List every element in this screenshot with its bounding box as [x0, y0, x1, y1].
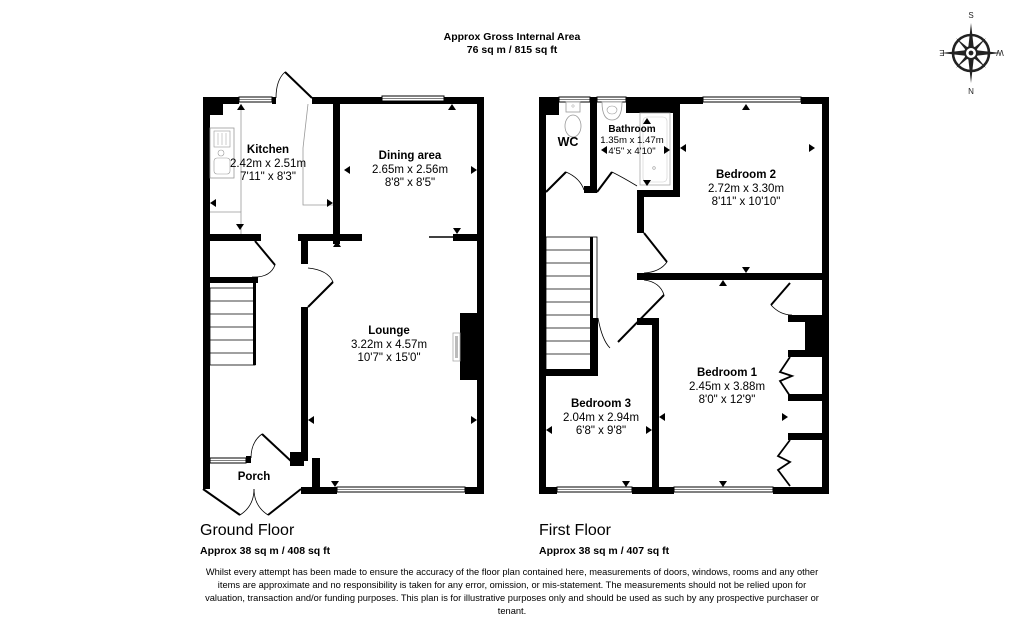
room-imperial: 8'8" x 8'5" — [384, 177, 436, 189]
staircase — [209, 283, 256, 366]
room-imperial: 10'7" x 15'0" — [357, 352, 421, 364]
room-name: Kitchen — [246, 144, 290, 156]
room-lounge: Lounge 3.22m x 4.57m 10'7" x 15'0" — [351, 325, 427, 366]
room-bathroom: Bathroom 1.35m x 1.47m 4'5" x 4'10" — [600, 124, 663, 157]
gia-value: 76 sq m / 815 sq ft — [466, 44, 558, 56]
toilet-icon — [564, 101, 582, 138]
room-bedroom-3: Bedroom 3 2.04m x 2.94m 6'8" x 9'8" — [563, 398, 639, 439]
room-imperial: 7'11" x 8'3" — [240, 171, 296, 183]
compass-label-top: S — [968, 11, 973, 20]
room-name: Bedroom 3 — [570, 398, 632, 410]
room-metric: 2.45m x 3.88m — [688, 380, 766, 393]
ground-floor-title: Ground Floor — [200, 522, 295, 539]
first-floor-plan — [539, 96, 829, 494]
first-floor-area: Approx 38 sq m / 407 sq ft — [539, 545, 670, 557]
ground-floor-plan — [202, 71, 484, 516]
room-dining-area: Dining area 2.65m x 2.56m 8'8" x 8'5" — [372, 150, 448, 191]
gia-title: Approx Gross Internal Area — [443, 31, 581, 43]
room-metric: 2.72m x 3.30m — [707, 182, 785, 195]
compass-label-right: W — [996, 48, 1004, 57]
compass-label-left: E — [939, 48, 944, 57]
dimension-markers — [210, 104, 477, 487]
room-name: Bathroom — [608, 124, 656, 135]
porch-area — [202, 433, 302, 516]
ground-floor-area: Approx 38 sq m / 408 sq ft — [200, 545, 331, 557]
room-name: Lounge — [368, 325, 410, 337]
room-name: WC — [557, 135, 579, 149]
gross-internal-area: Approx Gross Internal Area 76 sq m / 815… — [0, 31, 1024, 57]
room-imperial: 8'11" x 10'10" — [711, 196, 781, 208]
room-metric: 3.22m x 4.57m — [350, 338, 428, 351]
room-metric: 2.04m x 2.94m — [562, 411, 640, 424]
room-name: Bedroom 2 — [715, 169, 777, 181]
room-metric: 2.65m x 2.56m — [371, 163, 449, 176]
compass-rose-icon: S N E W — [939, 11, 1004, 96]
room-bedroom-2: Bedroom 2 2.72m x 3.30m 8'11" x 10'10" — [708, 169, 784, 210]
room-metric: 2.42m x 2.51m — [229, 157, 307, 170]
wall — [477, 97, 484, 494]
room-wc: WC — [557, 135, 579, 150]
room-bedroom-1: Bedroom 1 2.45m x 3.88m 8'0" x 12'9" — [689, 367, 765, 408]
chimney-breast — [460, 313, 477, 380]
room-name: Dining area — [378, 150, 442, 162]
disclaimer-text: Whilst every attempt has been made to en… — [205, 567, 819, 616]
room-imperial: 8'0" x 12'9" — [698, 394, 756, 406]
room-imperial: 6'8" x 9'8" — [575, 425, 627, 437]
wardrobe — [770, 282, 822, 487]
staircase — [545, 236, 598, 376]
dimension-markers — [546, 104, 815, 487]
room-metric: 1.35m x 1.47m — [600, 135, 664, 146]
room-name: Porch — [237, 471, 271, 483]
first-floor-title: First Floor — [539, 522, 611, 539]
room-name: Bedroom 1 — [696, 367, 758, 379]
basin-icon — [601, 101, 623, 121]
room-porch: Porch — [238, 471, 271, 485]
room-imperial: 4'5" x 4'10" — [608, 146, 656, 157]
room-kitchen: Kitchen 2.42m x 2.51m 7'11" x 8'3" — [230, 144, 306, 185]
compass-label-bottom: N — [968, 87, 974, 96]
